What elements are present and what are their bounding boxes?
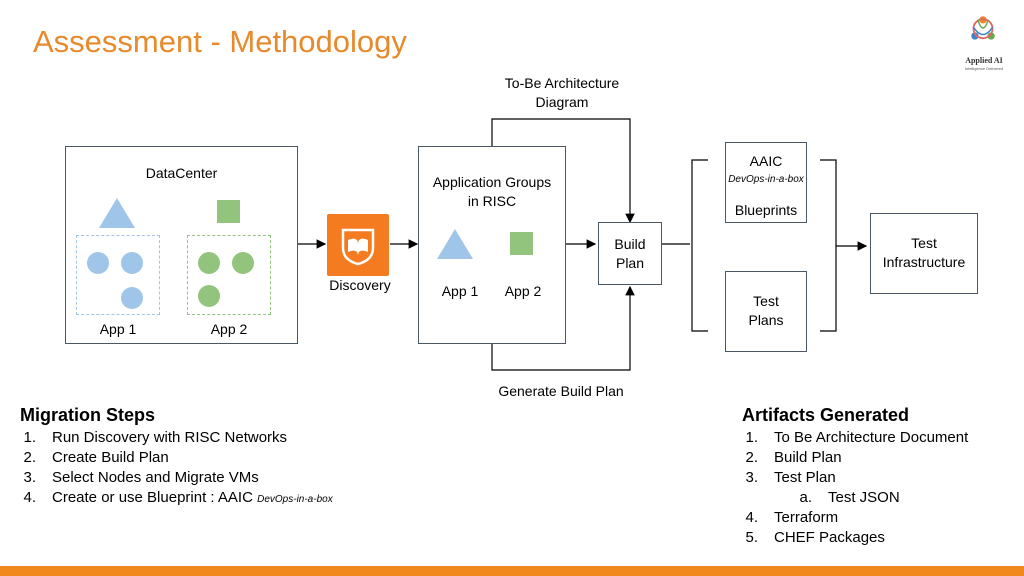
app-groups-app1-label: App 1 — [441, 283, 479, 299]
applied-ai-logo-icon — [971, 16, 995, 40]
logo-name: Applied AI — [965, 56, 1003, 65]
list-item: 2.Create Build Plan — [23, 449, 169, 466]
page-title: Assessment - Methodology — [33, 24, 407, 59]
list-item: 4.Terraform — [745, 509, 839, 526]
migration-steps-heading: Migration Steps — [20, 405, 156, 425]
app1-node — [121, 287, 143, 309]
datacenter-app1-label: App 1 — [99, 321, 137, 337]
list-item: 1.To Be Architecture Document — [745, 429, 969, 446]
list-item: 3.Test Plan — [745, 469, 836, 486]
app-groups-app2-label: App 2 — [504, 283, 542, 299]
app1-node — [87, 252, 109, 274]
square-icon — [510, 232, 533, 255]
generate-build-plan-label: Generate Build Plan — [498, 383, 624, 399]
datacenter-label: DataCenter — [145, 165, 218, 181]
to-be-label: To-Be Architecture Diagram — [504, 75, 620, 110]
list-item: 5.CHEF Packages — [745, 529, 885, 546]
list-item: 1.Run Discovery with RISC Networks — [23, 429, 288, 446]
aaic-label: AAIC — [749, 153, 783, 169]
app-groups-label: Application Groups in RISC — [432, 174, 552, 209]
app2-node — [232, 252, 254, 274]
app2-node — [198, 285, 220, 307]
datacenter-app2-label: App 2 — [210, 321, 248, 337]
app1-group — [76, 235, 160, 315]
test-plans-label: Test Plans — [748, 293, 784, 328]
blueprints-label: Blueprints — [734, 202, 798, 218]
devops-in-a-box-label: DevOps-in-a-box — [728, 174, 804, 185]
artifacts-heading: Artifacts Generated — [742, 405, 910, 425]
test-plans-box — [725, 271, 807, 352]
square-icon — [217, 200, 240, 223]
build-plan-box — [598, 222, 662, 285]
footer-bar — [0, 566, 1024, 576]
app1-node — [121, 252, 143, 274]
list-item: 3.Select Nodes and Migrate VMs — [23, 469, 259, 486]
migration-steps-list: 1.Run Discovery with RISC Networks 2.Cre… — [0, 428, 480, 510]
app2-group — [187, 235, 271, 315]
app-groups-box — [418, 146, 566, 344]
build-plan-label: Build Plan — [614, 236, 646, 271]
artifacts-list: 1.To Be Architecture Document 2.Build Pl… — [722, 428, 1022, 548]
discovery-icon — [327, 214, 389, 276]
datacenter-box — [65, 146, 298, 344]
aaic-blueprints-box — [725, 142, 807, 223]
discovery-label: Discovery — [329, 277, 391, 293]
triangle-icon — [437, 229, 473, 259]
logo-tagline: Intelligence Delivered — [964, 66, 1004, 71]
list-item: 2.Build Plan — [745, 449, 842, 466]
app2-node — [198, 252, 220, 274]
list-item: 4.Create or use Blueprint : AAIC DevOps-… — [23, 489, 333, 506]
list-item: a.Test JSON — [799, 489, 900, 506]
test-infrastructure-box — [870, 213, 978, 294]
test-infrastructure-label: Test Infrastructure — [882, 235, 966, 270]
triangle-icon — [99, 198, 135, 228]
